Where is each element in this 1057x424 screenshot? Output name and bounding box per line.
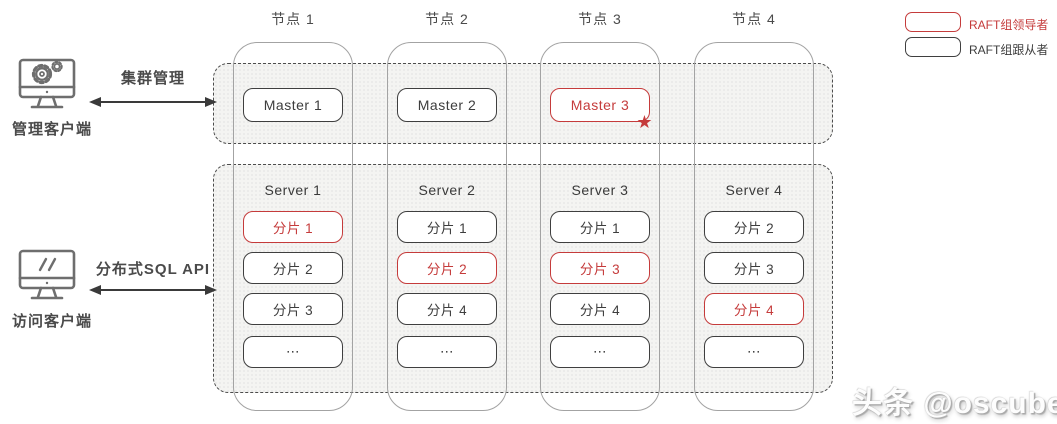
shard-label: 分片 4 [426,303,468,318]
sql-api-label: 分布式SQL API [95,261,211,278]
legend-leader-chip [905,12,961,32]
sql-api-arrow [89,285,217,295]
shard-label: 分片 1 [426,221,468,236]
shard-label: 分片 3 [733,262,775,277]
shard-label: 分片 3 [579,262,621,277]
shard-box-ellipsis: ⋯ [550,336,650,368]
shard-box: 分片 1 [550,211,650,243]
master-3-label: Master 3 [570,97,630,113]
masters-raft-group [213,63,833,144]
ellipsis-label: ⋯ [440,344,454,359]
node-1-label: 节点 1 [271,11,315,27]
shard-box-ellipsis: ⋯ [243,336,343,368]
ellipsis-label: ⋯ [747,344,761,359]
shard-box: 分片 4 [550,293,650,325]
server-1-name: Server 1 [264,182,322,198]
shard-box: 分片 3 [550,252,650,284]
shard-box: 分片 3 [704,252,804,284]
legend-follower-label: RAFT组跟从者 [969,43,1049,57]
ellipsis-label: ⋯ [593,344,607,359]
code-slashes-icon [38,257,57,272]
access-client-monitor-icon [18,249,76,300]
node-column-3 [540,42,660,411]
master-2-box: Master 2 [397,88,497,122]
access-client-label: 访问客户端 [11,313,92,330]
watermark: 头条 @oscube [852,387,1057,420]
node-2-label: 节点 2 [425,11,469,27]
cluster-mgmt-arrow [89,97,217,107]
shard-box-ellipsis: ⋯ [704,336,804,368]
shard-label: 分片 4 [733,303,775,318]
shard-label: 分片 2 [426,262,468,277]
ellipsis-label: ⋯ [286,344,300,359]
shard-box: 分片 1 [243,211,343,243]
admin-client-monitor-icon [18,58,76,109]
shard-label: 分片 3 [272,303,314,318]
server-3-name: Server 3 [571,182,629,198]
node-3-label: 节点 3 [578,11,622,27]
shard-box: 分片 1 [397,211,497,243]
master-3-box: Master 3 ★ [550,88,653,131]
master-1-box: Master 1 [243,88,343,122]
shard-box: 分片 3 [243,293,343,325]
node-column-1 [233,42,353,411]
master-1-label: Master 1 [263,97,323,113]
shard-label: 分片 2 [733,221,775,236]
legend-follower-chip [905,37,961,57]
shard-label: 分片 1 [272,221,314,236]
server-4-name: Server 4 [725,182,783,198]
shard-label: 分片 1 [579,221,621,236]
shard-box: 分片 2 [243,252,343,284]
node-column-2 [387,42,507,411]
shard-label: 分片 2 [272,262,314,277]
shard-box-ellipsis: ⋯ [397,336,497,368]
admin-client-label: 管理客户端 [11,121,92,138]
node-4-label: 节点 4 [732,11,776,27]
leader-star-icon: ★ [636,112,653,132]
shard-box: 分片 4 [704,293,804,325]
cluster-mgmt-label: 集群管理 [120,70,185,87]
legend-leader-label: RAFT组领导者 [969,18,1049,32]
shard-box: 分片 2 [704,211,804,243]
master-2-label: Master 2 [417,97,477,113]
server-2-name: Server 2 [418,182,476,198]
shard-box: 分片 4 [397,293,497,325]
node-column-4 [694,42,814,411]
gear-icon [31,60,63,85]
shard-label: 分片 4 [579,303,621,318]
shard-box: 分片 2 [397,252,497,284]
